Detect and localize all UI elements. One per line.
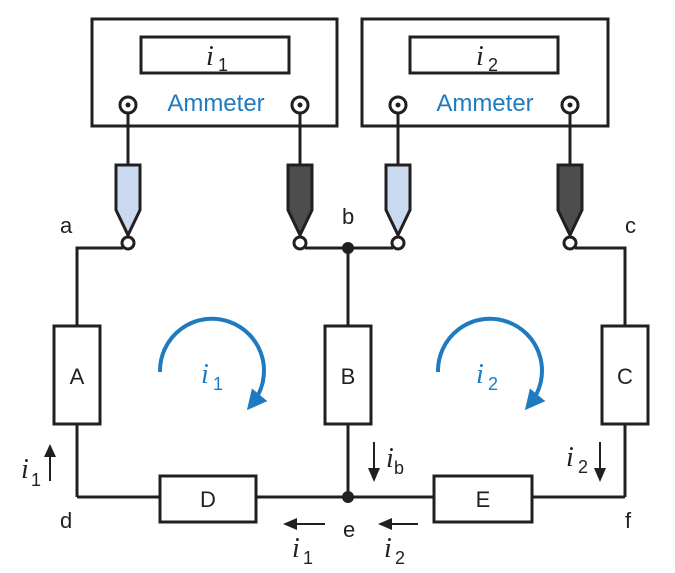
current-bottom-i1: i 1 bbox=[283, 518, 325, 568]
probe-ammeter-2-positive bbox=[384, 163, 412, 251]
probe-ammeter-1-negative bbox=[286, 163, 314, 251]
ammeter-1-reading-symbol: i bbox=[206, 41, 214, 72]
element-B-label: B bbox=[341, 364, 356, 389]
current-bottom-i2: i 2 bbox=[378, 518, 418, 568]
loop-2-symbol: i bbox=[476, 359, 484, 390]
probe-leads bbox=[126, 113, 572, 165]
ammeter-1-label: Ammeter bbox=[167, 90, 264, 117]
current-left-i1-sub: 1 bbox=[31, 470, 41, 490]
loop-2-sub: 2 bbox=[488, 374, 498, 394]
current-bottom-i2-symbol: i bbox=[384, 533, 392, 564]
loop-1-arrow: i 1 bbox=[157, 316, 268, 411]
current-bottom-i1-symbol: i bbox=[292, 533, 300, 564]
current-left-i1-symbol: i bbox=[21, 454, 29, 485]
ammeter-2-label: Ammeter bbox=[436, 90, 533, 117]
node-f-label: f bbox=[625, 508, 632, 533]
element-E-label: E bbox=[476, 487, 491, 512]
loop-1-sub: 1 bbox=[213, 374, 223, 394]
node-d-label: d bbox=[60, 508, 72, 533]
element-D: D bbox=[158, 474, 258, 524]
ammeter-2-display bbox=[408, 35, 560, 75]
current-right-i2-sub: 2 bbox=[578, 457, 588, 477]
element-E: E bbox=[432, 474, 534, 524]
probe-ammeter-1-positive bbox=[114, 163, 142, 251]
current-right-i2-symbol: i bbox=[566, 442, 574, 473]
ammeter-1-reading-sub: 1 bbox=[218, 55, 228, 75]
loop-2-arrow: i 2 bbox=[435, 316, 546, 411]
current-bottom-i2-sub: 2 bbox=[395, 548, 405, 568]
element-C-label: C bbox=[617, 364, 633, 389]
current-ib-sub: b bbox=[394, 458, 404, 478]
probe-ammeter-2-negative bbox=[556, 163, 584, 251]
current-left-i1: i 1 bbox=[21, 444, 56, 490]
node-e-junction bbox=[342, 491, 354, 503]
circuit-wires bbox=[75, 246, 627, 499]
loop-1-symbol: i bbox=[201, 359, 209, 390]
current-right-i2: i 2 bbox=[566, 442, 606, 482]
ammeter-2-reading-symbol: i bbox=[476, 41, 484, 72]
current-ib-symbol: i bbox=[386, 443, 394, 474]
element-D-label: D bbox=[200, 487, 216, 512]
ammeter-1-display bbox=[139, 35, 291, 75]
element-A: A bbox=[52, 324, 102, 426]
element-C: C bbox=[600, 324, 650, 426]
node-a-label: a bbox=[60, 213, 73, 238]
node-e-label: e bbox=[343, 517, 355, 542]
node-b-label: b bbox=[342, 204, 354, 229]
node-c-label: c bbox=[625, 213, 636, 238]
element-A-label: A bbox=[70, 364, 85, 389]
ammeter-2: i 2 Ammeter bbox=[360, 17, 610, 128]
ammeter-1: i 1 Ammeter bbox=[90, 17, 339, 128]
current-bottom-i1-sub: 1 bbox=[303, 548, 313, 568]
current-ib: i b bbox=[368, 442, 404, 482]
element-B: B bbox=[323, 324, 373, 426]
node-b-junction bbox=[342, 242, 354, 254]
ammeter-2-reading-sub: 2 bbox=[488, 55, 498, 75]
